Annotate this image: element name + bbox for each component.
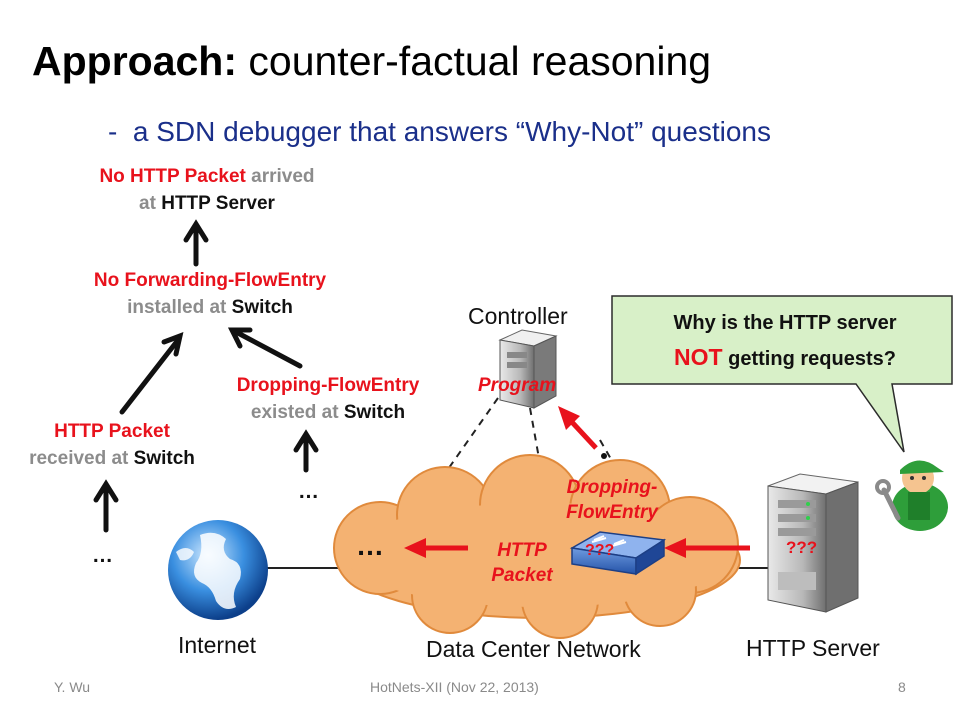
switch-icon [569, 531, 667, 576]
program-label: Program [478, 375, 557, 396]
internet-label: Internet [178, 632, 256, 658]
http-packet-label: HTTP Packet [491, 540, 553, 586]
speech-bubble [611, 295, 953, 453]
wrench-icon [875, 479, 901, 521]
http-server-icon [767, 473, 859, 613]
tree-node-mid: No Forwarding-FlowEntry installed at Swi… [93, 270, 327, 318]
tree-arrows [93, 219, 319, 533]
slide-subtitle: - a SDN debugger that answers “Why-Not” … [108, 116, 771, 147]
footer-author: Y. Wu [54, 679, 91, 695]
http-server-label: HTTP Server [746, 635, 880, 661]
cloud-fill [345, 503, 735, 607]
ellipsis-left: … [92, 544, 113, 567]
footer-page-number: 8 [898, 679, 906, 695]
globe-icon [168, 520, 268, 620]
controller-label: Controller [468, 303, 568, 329]
controller-server-icon [498, 329, 558, 409]
tree-node-left: HTTP Packet received at Switch [29, 421, 195, 469]
dropping-flowentry-label: Dropping- FlowEntry [566, 477, 658, 523]
tree-node-top: No HTTP Packet arrived at HTTP Server [99, 166, 315, 214]
engineer-icon [892, 460, 948, 531]
tree-node-right: Dropping-FlowEntry existed at Switch [236, 375, 420, 423]
data-center-network-label: Data Center Network [426, 636, 641, 662]
speech-bubble-text: Why is the HTTP server NOT getting reque… [673, 312, 897, 370]
slide-title: Approach: counter-factual reasoning [32, 38, 712, 84]
footer-venue: HotNets-XII (Nov 22, 2013) [370, 679, 539, 695]
ellipsis-right: … [298, 480, 319, 503]
red-arrows [404, 406, 750, 558]
switch-unknown-label: ??? [585, 542, 615, 559]
cloud-ellipsis: … [356, 530, 384, 561]
server-unknown-label: ??? [786, 538, 818, 557]
